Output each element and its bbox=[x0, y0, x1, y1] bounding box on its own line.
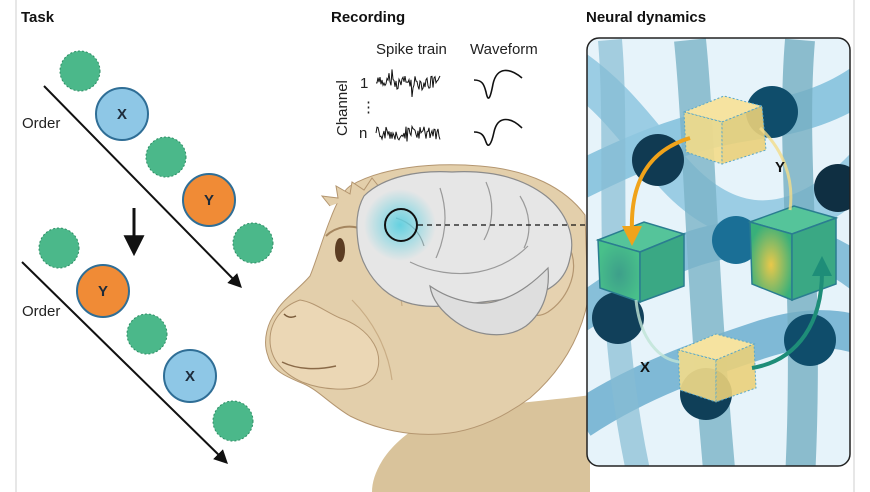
waveform-channel-n bbox=[473, 118, 523, 146]
distractor-dot bbox=[145, 136, 187, 178]
monkey-mouth bbox=[281, 361, 337, 370]
neural-dynamics-title: Neural dynamics bbox=[586, 9, 706, 26]
state-node bbox=[814, 164, 850, 212]
transition-arrowhead-orange bbox=[622, 226, 642, 246]
state-cube-bottom bbox=[676, 333, 757, 403]
item-y-bottom-label: Y bbox=[98, 283, 108, 300]
task-title: Task bbox=[21, 9, 55, 26]
recording-site-glow bbox=[364, 189, 436, 261]
dynamics-box-border bbox=[586, 37, 851, 467]
state-cube-left bbox=[595, 221, 687, 304]
waveform-channel-1 bbox=[473, 69, 523, 99]
state-cube-top bbox=[682, 95, 767, 165]
monkey-body bbox=[372, 395, 590, 492]
cheek-contour bbox=[351, 299, 393, 381]
state-node bbox=[712, 216, 760, 264]
monkey-nostril bbox=[283, 313, 297, 319]
item-y-top bbox=[182, 173, 236, 227]
distractor-dot bbox=[232, 222, 274, 264]
waveform-label: Waveform bbox=[470, 41, 538, 58]
temporal-lobe bbox=[429, 266, 549, 336]
macaque-illustration bbox=[265, 164, 590, 492]
spike-train-label: Spike train bbox=[376, 41, 447, 58]
transition-arc-pale bbox=[634, 299, 681, 364]
distractor-dot bbox=[126, 313, 168, 355]
task-panel: Task Order X Y Order Y X bbox=[21, 9, 274, 464]
state-node bbox=[784, 314, 836, 366]
transition-arrow-orange bbox=[629, 136, 691, 233]
brain-sulcus bbox=[519, 195, 530, 249]
state-x-label: X bbox=[640, 359, 650, 376]
item-y-top-label: Y bbox=[204, 192, 214, 209]
neural-dynamics-panel: Neural dynamics bbox=[586, 9, 851, 467]
recording-site-ring bbox=[384, 208, 418, 242]
channel-axis-label: Channel bbox=[334, 80, 351, 136]
channel-first-label: 1 bbox=[360, 75, 368, 92]
state-cube-right bbox=[747, 205, 839, 302]
brain-sulcus bbox=[483, 181, 493, 241]
brain-sulcus bbox=[435, 187, 446, 259]
transition-arc-yellow bbox=[758, 126, 793, 211]
distractor-dot bbox=[59, 50, 101, 92]
spike-train-channel-1 bbox=[375, 69, 441, 98]
recording-title: Recording bbox=[331, 9, 405, 26]
channel-ellipsis: ⋮ bbox=[361, 99, 376, 116]
brain-sulcus bbox=[409, 245, 529, 275]
state-y-label: Y bbox=[775, 159, 785, 176]
item-y-bottom bbox=[76, 264, 130, 318]
transition-arrowhead-teal bbox=[812, 256, 832, 276]
spike-trace bbox=[375, 69, 441, 98]
order-label-top: Order bbox=[22, 115, 60, 132]
recording-panel: Recording Spike train Waveform Channel 1… bbox=[331, 9, 538, 146]
monkey-eye bbox=[335, 238, 345, 262]
item-x-bottom-label: X bbox=[185, 368, 195, 385]
order-arrow-top bbox=[43, 85, 242, 288]
item-x-bottom bbox=[163, 349, 217, 403]
distractor-dot bbox=[38, 227, 80, 269]
item-x-top bbox=[95, 87, 149, 141]
order-label-bottom: Order bbox=[22, 303, 60, 320]
order-arrow-bottom bbox=[21, 261, 228, 464]
spike-trace bbox=[375, 124, 441, 142]
state-node bbox=[592, 292, 644, 344]
item-x-top-label: X bbox=[117, 106, 127, 123]
transition-arrow-teal bbox=[751, 271, 824, 370]
distractor-dot bbox=[212, 400, 254, 442]
fur-tuft bbox=[320, 177, 381, 207]
spike-train-channel-n bbox=[375, 124, 441, 142]
channel-last-label: n bbox=[359, 125, 367, 142]
